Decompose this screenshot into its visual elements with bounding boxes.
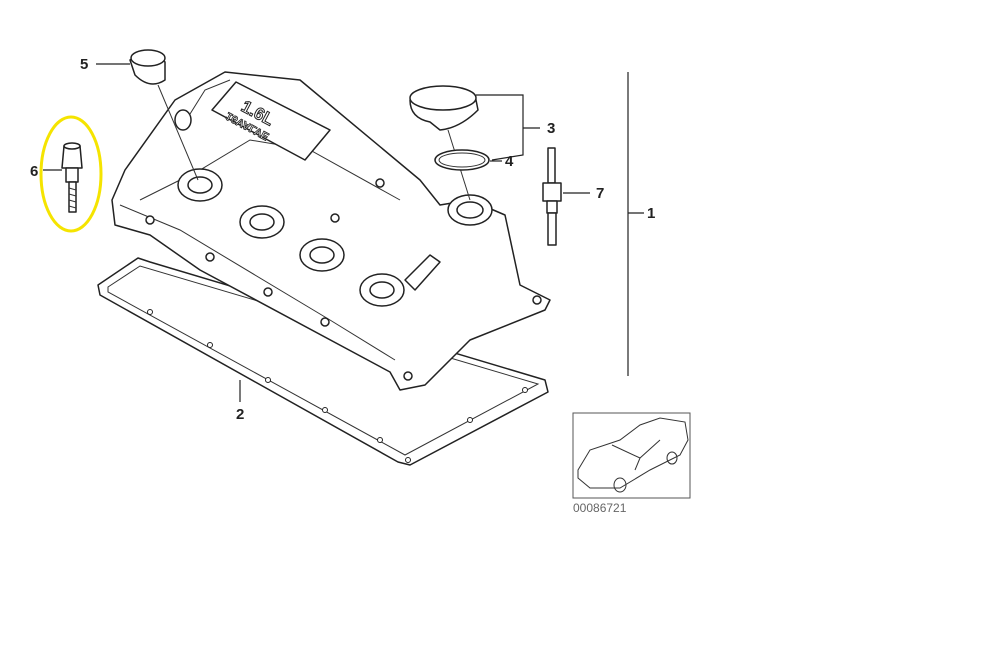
label-part-3[interactable]: 3	[547, 120, 555, 137]
label-part-1[interactable]: 1	[647, 205, 655, 222]
o-ring[interactable]	[434, 149, 490, 171]
label-part-7[interactable]: 7	[596, 185, 604, 202]
label-part-6[interactable]: 6	[30, 163, 38, 180]
stud-bolt[interactable]	[542, 147, 562, 246]
valve-cover-gasket[interactable]	[97, 257, 549, 466]
vehicle-thumbnail: 00086721	[572, 412, 691, 515]
oil-filler-cap[interactable]	[409, 85, 479, 201]
label-part-2[interactable]: 2	[236, 406, 244, 423]
highlight-circle	[39, 115, 103, 233]
label-part-5[interactable]: 5	[80, 56, 88, 73]
seal-ring[interactable]	[129, 49, 199, 181]
label-part-4[interactable]: 4	[505, 153, 514, 170]
valve-cover[interactable]: 1.6L 16VALVE	[111, 71, 551, 391]
leader-lines	[43, 63, 644, 402]
diagram-reference-number: 00086721	[573, 501, 627, 515]
cover-bolt[interactable]	[61, 142, 83, 213]
